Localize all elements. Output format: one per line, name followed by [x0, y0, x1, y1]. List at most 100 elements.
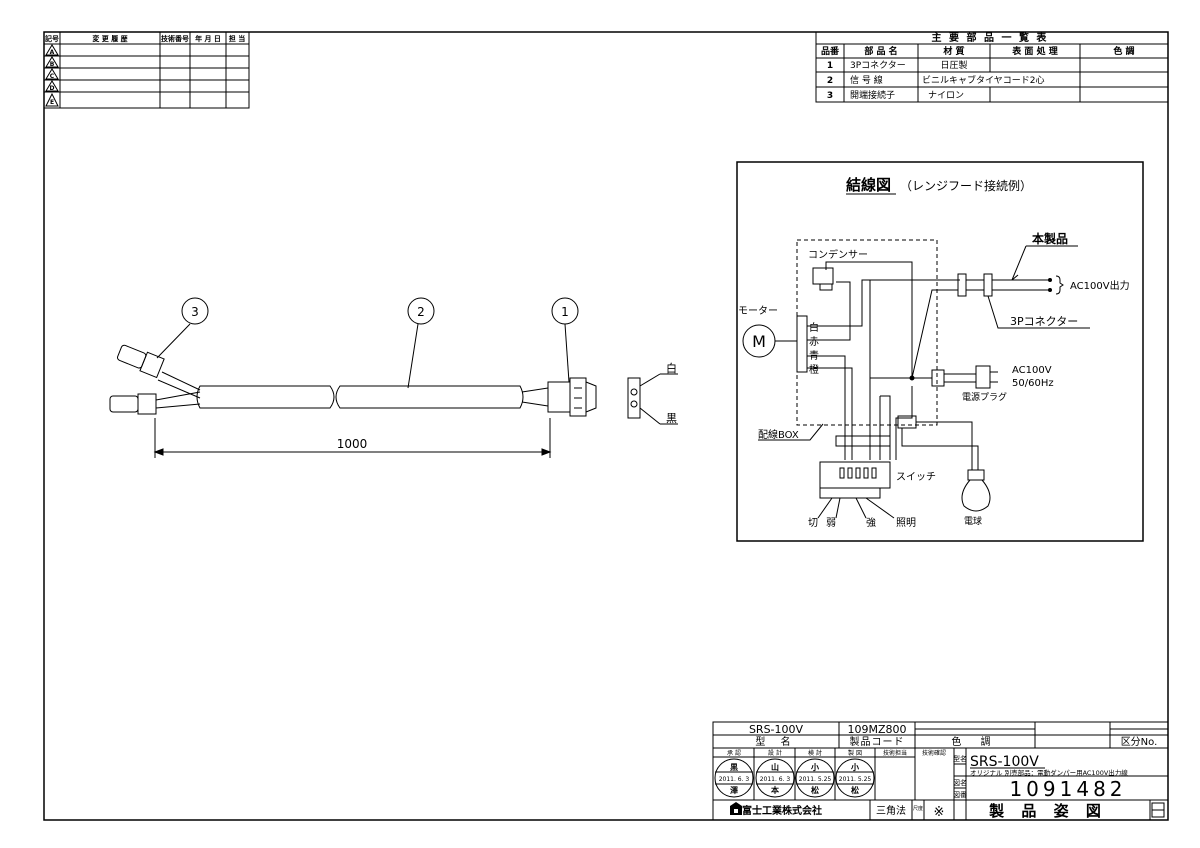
scale-label: 尺度 — [913, 805, 923, 812]
stamp-top: 山 — [771, 762, 779, 772]
terminal-upper — [117, 344, 165, 379]
revision-header-tech-no: 技術番号 — [161, 34, 189, 43]
box-label: 配線BOX — [758, 428, 799, 441]
stamp-date: 2011. 5.25 — [839, 776, 872, 783]
stamp-top: 黒 — [730, 762, 738, 772]
motor-terminal-block — [796, 315, 808, 373]
cable-labels: 3 2 1 1000 白 黒 — [191, 305, 677, 451]
callout-leader-3 — [156, 323, 191, 359]
wiring-diagram-frame — [736, 161, 1144, 542]
design-header: 設 計 — [768, 749, 782, 757]
approval-header: 承 認 — [727, 749, 741, 757]
tech-check-header: 技術確認 — [922, 749, 946, 757]
title-block-text: SRS-100V 109MZ800 型 名 製品コード 色 調 区分No. 承 … — [719, 723, 1158, 820]
revision-header-date: 年 月 日 — [195, 34, 221, 43]
wiring-schematic — [742, 239, 1090, 519]
terminal-lower — [109, 395, 139, 413]
stamp-top: 小 — [850, 762, 859, 772]
drafting-header: 製 図 — [848, 749, 862, 757]
wiring-connector-left — [957, 273, 967, 297]
power-ferrite — [931, 369, 945, 387]
motor-label: モーター — [738, 305, 778, 317]
revision-mark-b: B — [45, 56, 59, 68]
stamp-date: 2011. 6. 3 — [760, 776, 791, 783]
motor-symbol: M — [752, 332, 766, 351]
stamp-bottom: 本 — [770, 785, 779, 795]
terminal-white: 白 — [809, 321, 819, 334]
revision-table-headers: 記号 変 更 履 歴 技術番号 年 月 日 担 当 — [45, 34, 245, 43]
parts-header-finish: 表 面 処 理 — [1011, 45, 1057, 57]
callout-circle-2 — [407, 297, 435, 325]
color-header: 色 調 — [951, 735, 998, 748]
capacitor-icon — [812, 267, 834, 285]
callout-leader-1 — [564, 323, 570, 383]
switch-position-off: 切 — [808, 517, 818, 529]
model-name: SRS-100V — [749, 723, 804, 736]
parts-table-headers: 品番 部 品 名 材 質 表 面 処 理 色 調 — [821, 45, 1135, 57]
parts-header-material: 材 質 — [942, 45, 964, 57]
wire-label-black: 黒 — [666, 412, 677, 425]
svg-text:A: A — [50, 49, 55, 56]
stamp-bottom: 松 — [811, 785, 819, 795]
stamp-date: 2011. 6. 3 — [719, 776, 750, 783]
tech-charge-header: 技術担当 — [883, 749, 907, 757]
terminal-orange: 橙 — [809, 363, 819, 376]
drawing-number-side-label: 図番 — [953, 791, 967, 799]
revision-table — [43, 31, 250, 109]
switch-position-low: 弱 — [826, 517, 836, 529]
parts-header-no: 品番 — [821, 45, 840, 57]
capacitor-label: コンデンサー — [808, 248, 868, 261]
switch-position-high: 強 — [866, 516, 876, 529]
revision-mark-c: C — [45, 68, 59, 80]
drawing-name: 製 品 姿 図 — [988, 802, 1107, 820]
callout-3: 3 — [191, 305, 199, 319]
title-main: SRS-100V — [970, 754, 1039, 770]
connector-end-view — [627, 377, 641, 419]
callout-leader-2 — [407, 323, 419, 389]
parts-row-no: 2 — [827, 76, 833, 86]
stamp-bottom: 松 — [851, 785, 859, 795]
parts-row-material: ナイロン — [928, 90, 964, 101]
connector-body — [547, 381, 571, 413]
power-plug-icon — [975, 365, 991, 389]
wiring-connector-right — [983, 273, 993, 297]
product-label: 本製品 — [1032, 231, 1068, 246]
division-label: 区分No. — [1121, 736, 1158, 748]
stamp-bottom: 澤 — [730, 785, 738, 795]
parts-table-title: 主 要 部 品 一 覧 表 — [932, 31, 1049, 44]
title-block — [712, 721, 1169, 821]
switch-position-light: 照明 — [896, 517, 916, 529]
svg-text:E: E — [50, 99, 54, 106]
approval-stamps — [714, 758, 875, 798]
callout-1: 1 — [561, 305, 569, 319]
terminal-blue: 青 — [809, 349, 819, 362]
bulb-socket — [967, 469, 985, 481]
cable-body-left — [196, 385, 335, 409]
bulb-label: 電球 — [964, 515, 982, 527]
parts-row-material: 日圧製 — [940, 59, 967, 71]
parts-row-material: ビニルキャブタイヤコード2心 — [922, 74, 1044, 86]
product-code: 109MZ800 — [847, 723, 906, 736]
title-block-stamp-box — [1151, 802, 1165, 818]
callout-circle-3 — [181, 297, 209, 325]
parts-row-name: 信 号 線 — [850, 74, 883, 86]
parts-row: 3 開端接続子 ナイロン — [827, 89, 964, 101]
callout-2: 2 — [417, 305, 425, 319]
wiring-title: 結線図 — [846, 176, 891, 194]
stamp-date: 2011. 5.25 — [799, 776, 832, 783]
plug-label: 電源プラグ — [962, 391, 1007, 403]
company-name: 富士工業株式会社 — [742, 804, 822, 817]
cable-body-right — [335, 385, 524, 409]
model-header: 型 名 — [755, 735, 796, 748]
drawing-frame — [43, 31, 1169, 821]
revision-mark-a: A — [45, 44, 59, 56]
parts-row-no: 1 — [827, 61, 833, 71]
connector-label: 3Pコネクター — [1010, 315, 1078, 328]
parts-row: 2 信 号 線 ビニルキャブタイヤコード2心 — [827, 74, 1045, 86]
company-logo — [730, 802, 742, 815]
drawing-number: 1091482 — [1009, 777, 1126, 801]
svg-text:B: B — [50, 61, 55, 68]
dimension-length: 1000 — [337, 437, 368, 451]
wire-label-white: 白 — [666, 361, 677, 375]
